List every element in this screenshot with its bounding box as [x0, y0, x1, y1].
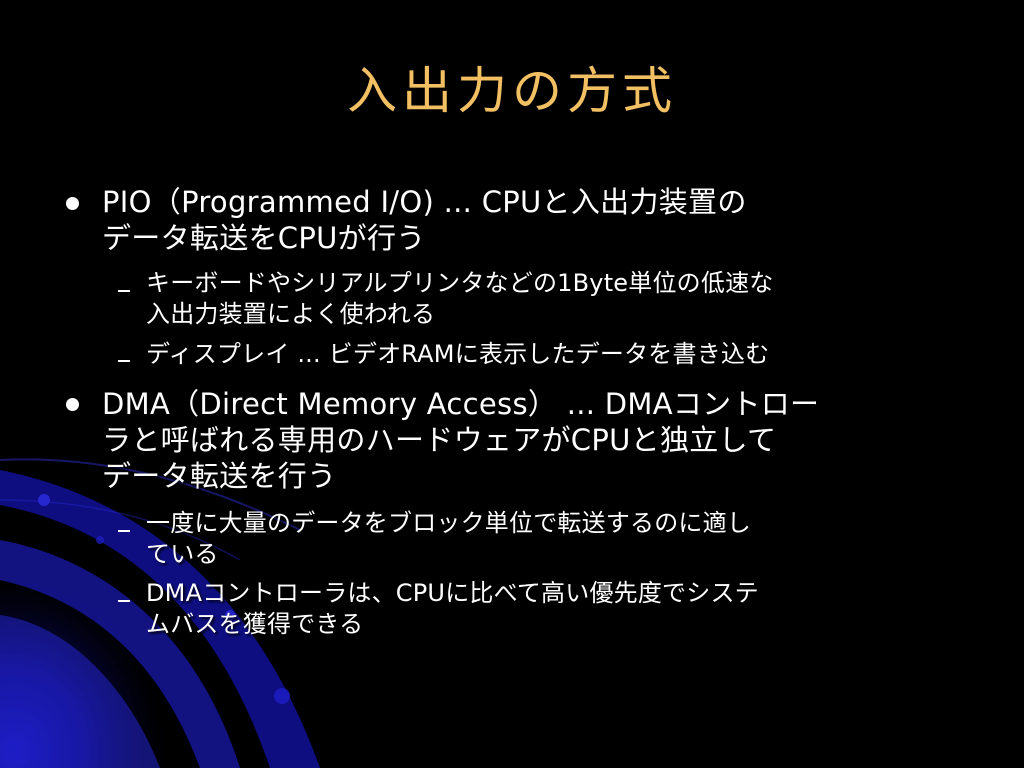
subbullet-2-2-line-2: ムバスを獲得できる [146, 610, 364, 638]
subbullet-2-2-line-1: DMAコントローラは、CPUに比べて高い優先度でシステ [146, 579, 759, 607]
subbullet-1-1-line-2: 入出力装置によく使われる [146, 300, 436, 328]
bullet-dot-icon [66, 197, 79, 210]
bullet-2: DMA（Direct Memory Access） ... DMAコントロー ラ… [102, 386, 819, 494]
bullet-dot-icon [66, 398, 79, 411]
subbullet-1-2: ディスプレイ ... ビデオRAMに表示したデータを書き込む [146, 339, 769, 370]
subbullet-2-2: DMAコントローラは、CPUに比べて高い優先度でシステ ムバスを獲得できる [146, 578, 759, 640]
bullet-2-line-3: データ転送を行う [102, 459, 337, 493]
bullet-1-line-1: PIO（Programmed I/O) ... CPUと入出力装置の [102, 185, 747, 219]
sub-dash-icon [118, 530, 130, 532]
bullet-2-line-1: DMA（Direct Memory Access） ... DMAコントロー [102, 387, 820, 421]
subbullet-2-1-line-1: 一度に大量のデータをブロック単位で転送するのに適し [146, 509, 751, 537]
subbullet-2-1: 一度に大量のデータをブロック単位で転送するのに適し ている [146, 508, 751, 570]
subbullet-2-1-line-2: ている [146, 540, 219, 568]
subbullet-1-2-line-1: ディスプレイ ... ビデオRAMに表示したデータを書き込む [146, 340, 770, 368]
sub-dash-icon [118, 600, 130, 602]
subbullet-1-1-line-1: キーボードやシリアルプリンタなどの1Byte単位の低速な [146, 269, 774, 297]
bullet-1: PIO（Programmed I/O) ... CPUと入出力装置の データ転送… [102, 184, 747, 256]
sub-dash-icon [118, 290, 130, 292]
bullet-2-line-2: ラと呼ばれる専用のハードウェアがCPUと独立して [102, 423, 777, 457]
slide-title: 入出力の方式 [347, 62, 677, 120]
sub-dash-icon [118, 360, 130, 362]
subbullet-1-1: キーボードやシリアルプリンタなどの1Byte単位の低速な 入出力装置によく使われ… [146, 268, 773, 330]
bullet-1-line-2: データ転送をCPUが行う [102, 221, 426, 255]
